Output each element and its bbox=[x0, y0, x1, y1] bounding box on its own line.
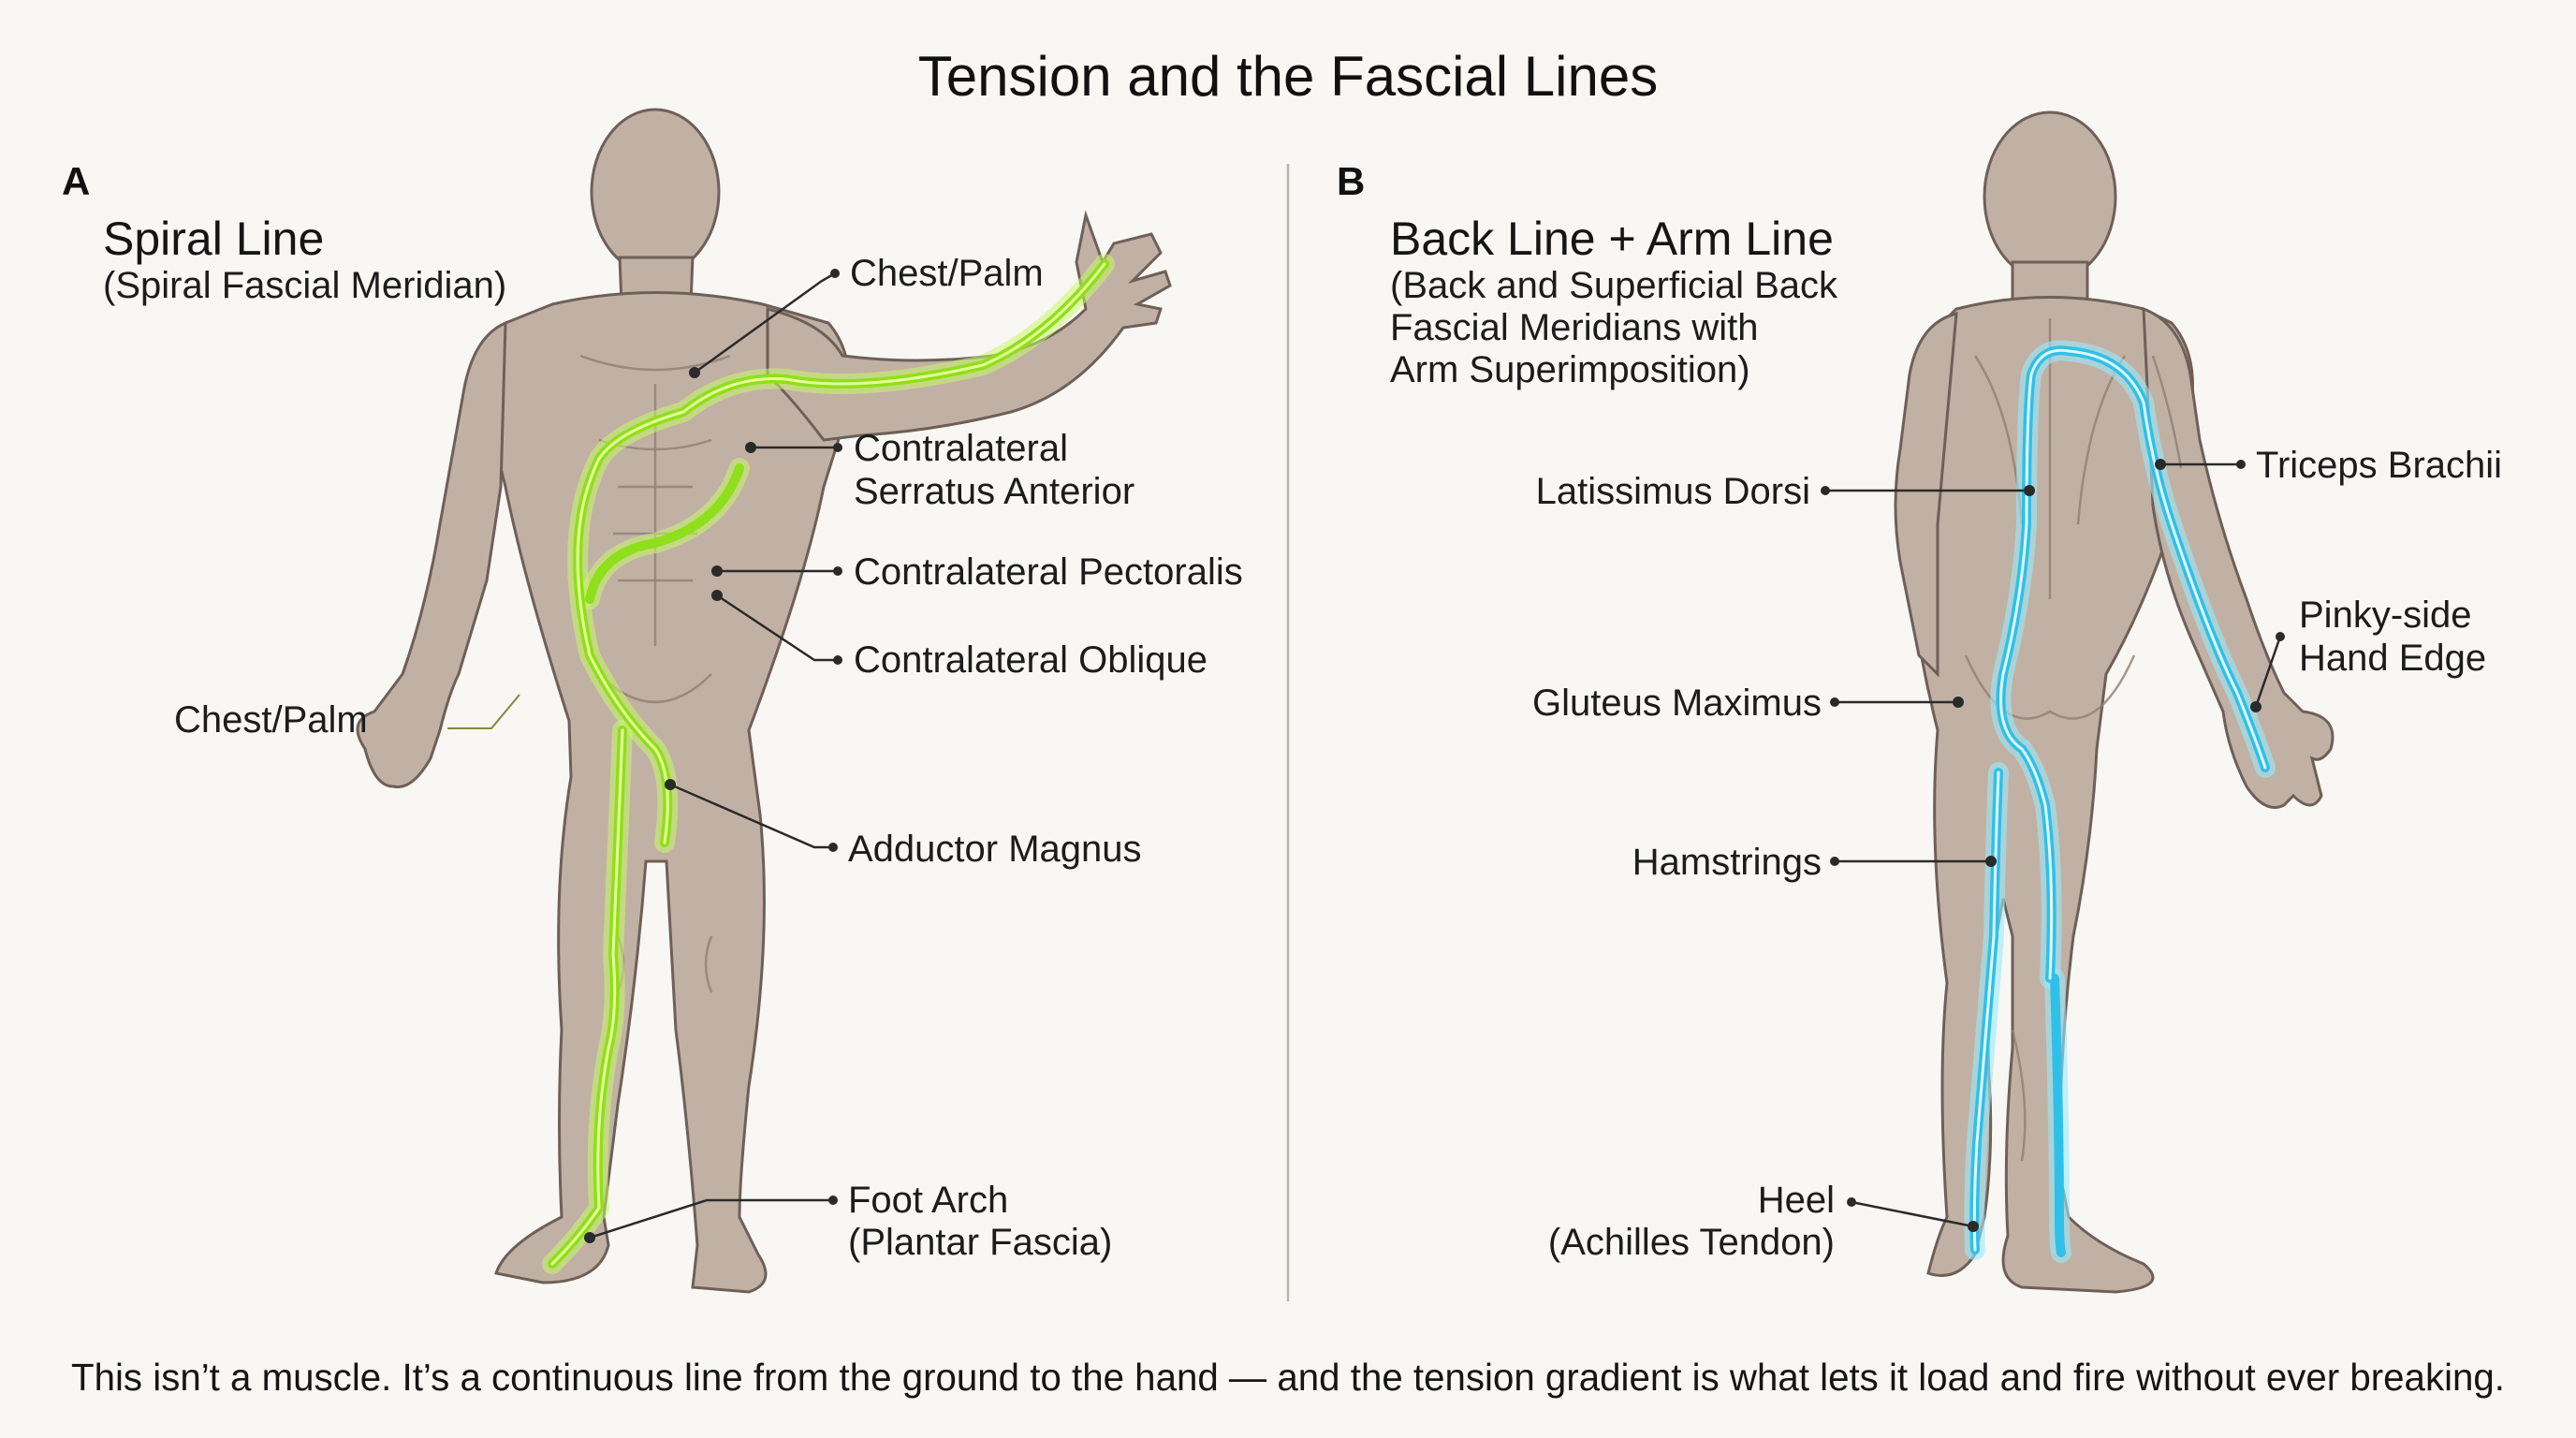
label-gluteus: Gluteus Maximus bbox=[1532, 682, 1822, 724]
panel-a: A Spiral Line (Spiral Fascial Meridian) bbox=[62, 108, 1243, 1294]
label-heel-2: (Achilles Tendon) bbox=[1548, 1222, 1835, 1263]
label-foot-arch-1: Foot Arch bbox=[848, 1180, 1008, 1221]
panel-b-sub-3: Arm Superimposition) bbox=[1390, 349, 1750, 390]
diagram-title: Tension and the Fascial Lines bbox=[918, 45, 1659, 108]
panel-b: B Back Line + Arm Line (Back and Superfi… bbox=[1337, 110, 2502, 1294]
spiral-line-path bbox=[542, 254, 1115, 1274]
panel-b-leaders bbox=[1821, 459, 2285, 1232]
label-adductor: Adductor Magnus bbox=[848, 829, 1142, 870]
label-foot-arch-2: (Plantar Fascia) bbox=[848, 1222, 1112, 1263]
label-pinky-2: Hand Edge bbox=[2299, 638, 2486, 679]
label-hamstrings: Hamstrings bbox=[1632, 842, 1822, 883]
back-arm-line-path bbox=[1964, 340, 2276, 1263]
panel-a-letter: A bbox=[62, 159, 90, 203]
label-heel-1: Heel bbox=[1758, 1180, 1835, 1221]
label-triceps: Triceps Brachii bbox=[2256, 445, 2502, 486]
panel-b-heading: Back Line + Arm Line bbox=[1390, 213, 1834, 265]
panel-a-leaders bbox=[447, 269, 842, 1243]
bottom-caption: This isn’t a muscle. It’s a continuous l… bbox=[71, 1356, 2505, 1399]
panel-a-heading: Spiral Line bbox=[103, 213, 324, 265]
label-latissimus: Latissimus Dorsi bbox=[1536, 471, 1810, 512]
label-oblique: Contralateral Oblique bbox=[854, 639, 1208, 681]
label-serratus-1: Contralateral bbox=[854, 428, 1068, 469]
label-chest-palm-left: Chest/Palm bbox=[174, 699, 368, 741]
label-chest-palm-top: Chest/Palm bbox=[850, 253, 1044, 294]
label-pinky-1: Pinky-side bbox=[2299, 594, 2472, 636]
panel-b-sub-2: Fascial Meridians with bbox=[1390, 307, 1758, 348]
panel-a-subheading: (Spiral Fascial Meridian) bbox=[103, 265, 506, 306]
panel-b-sub-1: (Back and Superficial Back bbox=[1390, 265, 1838, 306]
panel-b-letter: B bbox=[1337, 159, 1365, 203]
label-serratus-2: Serratus Anterior bbox=[854, 471, 1134, 512]
label-pectoralis: Contralateral Pectoralis bbox=[854, 551, 1243, 593]
